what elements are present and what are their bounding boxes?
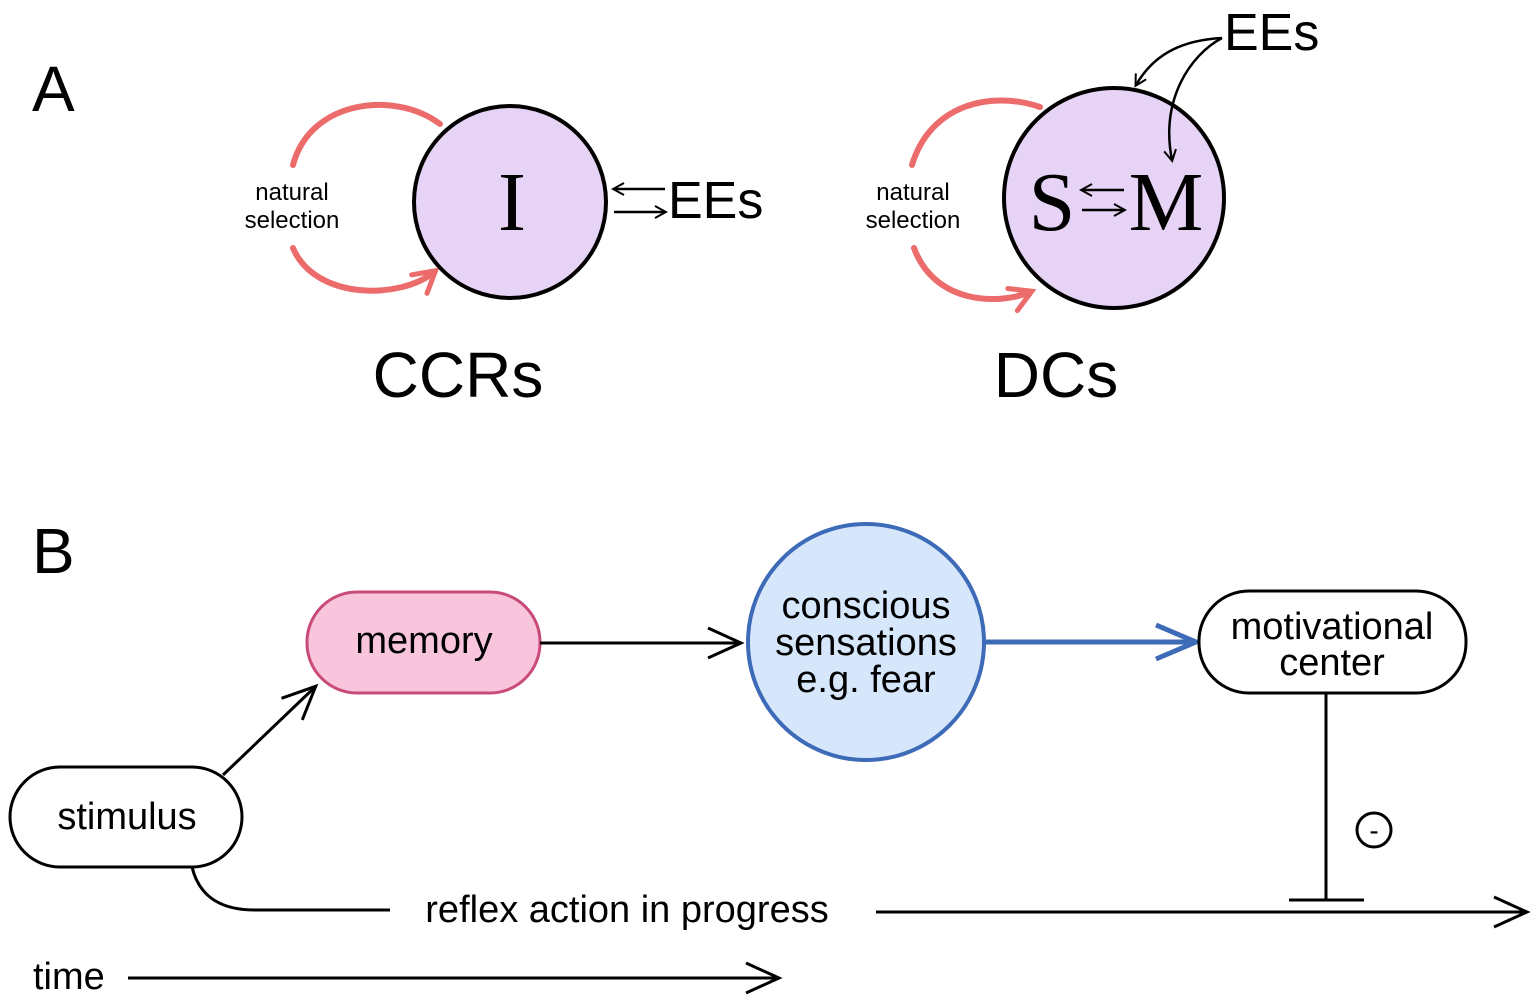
- reflex-path-start: [190, 866, 390, 912]
- ccrs-loop-label-line1: natural: [255, 179, 328, 206]
- ccrs-circle-text: I: [498, 156, 526, 249]
- stimulus-to-memory-arrow: [221, 683, 319, 777]
- dcs-circle-m: M: [1129, 156, 1204, 249]
- conscious-line3: e.g. fear: [796, 659, 936, 701]
- ccrs-caption: CCRs: [373, 339, 544, 411]
- dcs-loop-label-line2: selection: [866, 207, 961, 234]
- dcs-circle-s: S: [1029, 156, 1076, 249]
- time-label: time: [33, 956, 105, 998]
- ccrs-ees-label: EEs: [668, 172, 763, 230]
- ccrs-natural-selection-arrow: [290, 102, 440, 291]
- motivational-line1: motivational: [1231, 606, 1434, 648]
- panel-a-label: A: [32, 53, 75, 125]
- reflex-label: reflex action in progress: [425, 889, 828, 931]
- inhibition-sign-circle: [1355, 811, 1393, 849]
- dcs-ees-arrow-to-m: [1169, 36, 1223, 160]
- ccrs-loop-label-line2: selection: [245, 207, 340, 234]
- dcs-loop-label-line1: natural: [876, 179, 949, 206]
- dcs-ees-label: EEs: [1224, 4, 1319, 62]
- memory-label: memory: [355, 620, 492, 662]
- dcs-natural-selection-arrow: [909, 97, 1040, 299]
- stimulus-node: [8, 765, 244, 869]
- motivational-center-node: [1197, 589, 1468, 695]
- conscious-line1: conscious: [782, 585, 951, 627]
- dcs-ees-arrow-to-circle: [1136, 36, 1223, 85]
- panel-b-label: B: [32, 515, 75, 587]
- motivational-line2: center: [1279, 642, 1385, 684]
- conscious-line2: sensations: [775, 622, 957, 664]
- dcs-group: natural selection S M EEs DCs: [866, 4, 1320, 411]
- inhibition-sign: -: [1369, 815, 1378, 846]
- conscious-sensations-node: [746, 522, 986, 762]
- stimulus-label: stimulus: [57, 796, 196, 838]
- dcs-caption: DCs: [994, 339, 1118, 411]
- ccrs-circle: [412, 104, 608, 300]
- ccrs-group: natural selection I EEs CCRs: [245, 102, 763, 411]
